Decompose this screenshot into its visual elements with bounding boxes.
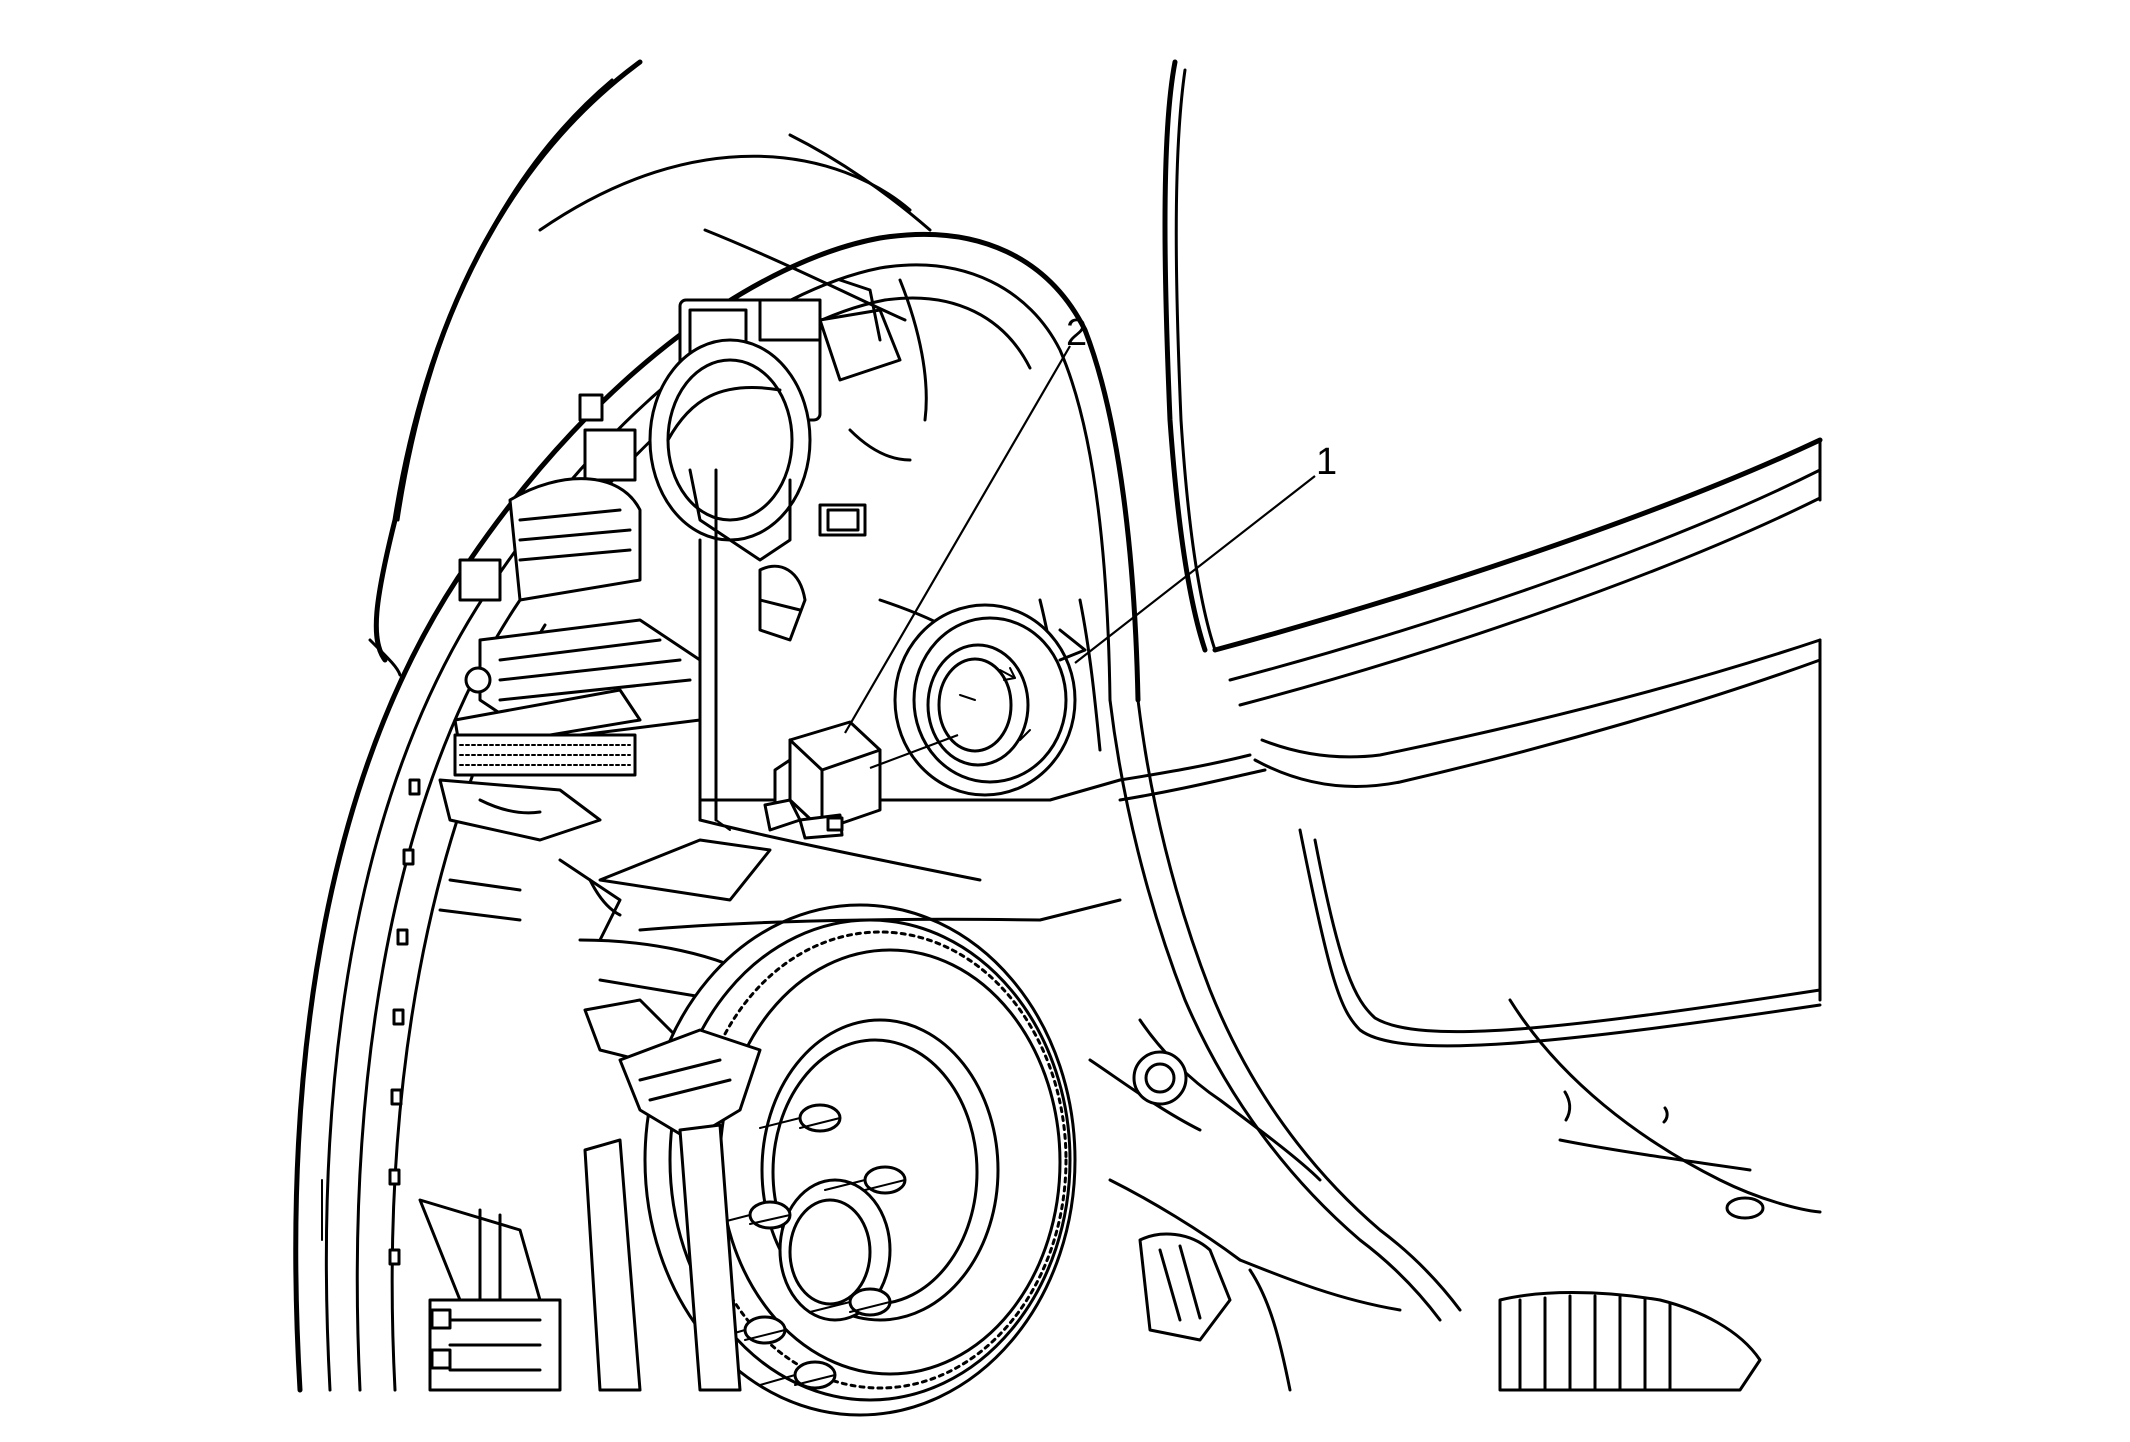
brake-rotor [583,903,1077,1417]
callout-2: 2 [1066,312,1087,354]
fender-outline [368,59,1217,677]
brake-caliper [618,1028,762,1142]
sensor-module [763,720,882,840]
wheel-opening-liner [293,231,1462,1393]
wheel-studs [709,1103,907,1390]
leader-1 [1074,475,1316,664]
callout-1: 1 [1316,441,1337,483]
leader-2 [844,345,1071,734]
sensor-cover [893,603,1087,797]
callout-leaders [844,345,1316,770]
lower-brackets [418,1198,562,1392]
door-panel [1118,437,1823,1220]
suspension [578,938,1762,1392]
engine-bay [438,278,1002,942]
